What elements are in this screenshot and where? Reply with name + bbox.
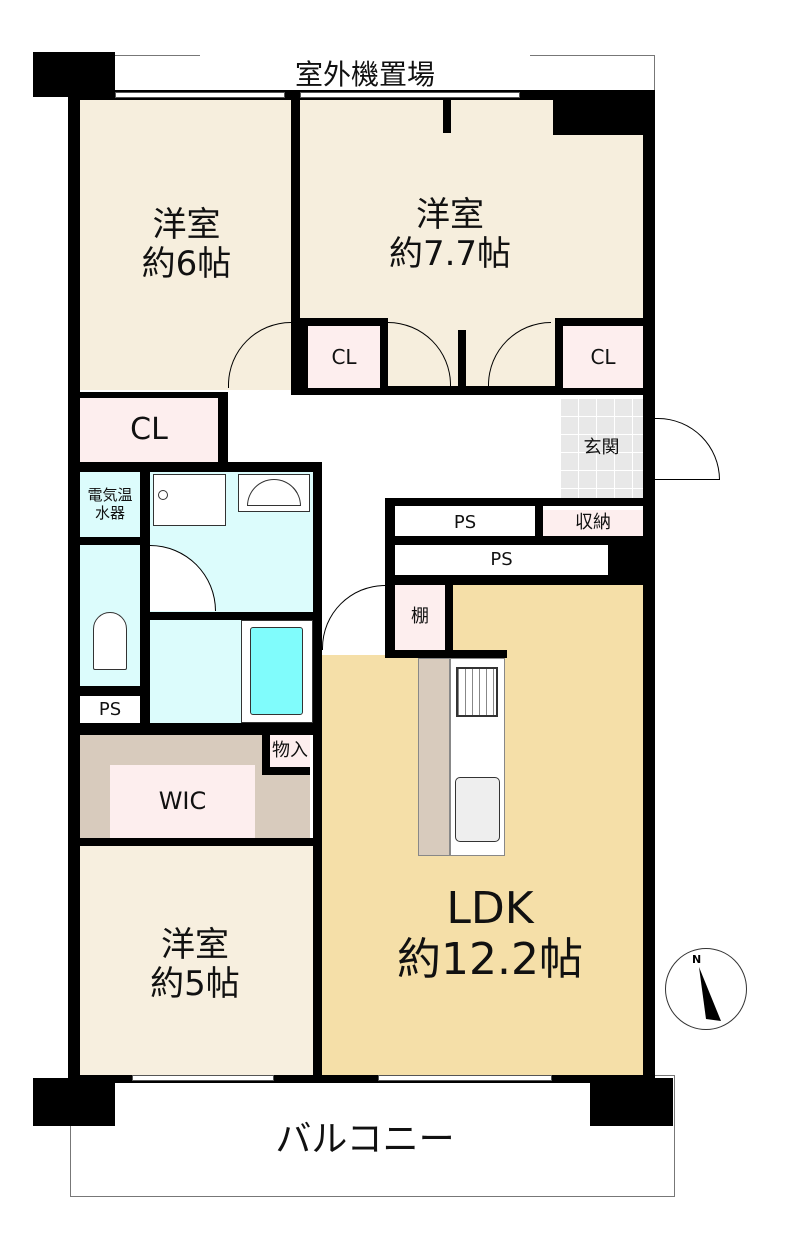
window (378, 1075, 552, 1081)
window (300, 92, 520, 98)
kitchen-counter-bar (418, 658, 450, 856)
bathtub-icon (250, 627, 303, 715)
storage-closet: 物入 (262, 735, 310, 775)
pipe-space-3: PS (98, 698, 122, 720)
window (115, 92, 285, 98)
room2-label: 洋室約7.7帖 (388, 194, 512, 274)
entrance: 玄関 (560, 398, 643, 498)
outdoor-unit-label: 室外機置場 (200, 55, 530, 95)
north-arrow-icon (699, 967, 721, 1021)
balcony-label: バルコニー (275, 1119, 455, 1161)
ldk-door[interactable] (322, 585, 385, 650)
closet-room2-right: CL (555, 318, 643, 388)
toilet-icon (93, 612, 127, 670)
western-room-5 (80, 845, 313, 1078)
storage: 収納 (543, 510, 643, 536)
kitchen-counter (450, 658, 505, 856)
walk-in-closet: WIC (110, 765, 255, 838)
western-room-7-7 (300, 100, 643, 318)
shelf: 棚 (395, 585, 445, 650)
pipe-space-2: PS (490, 549, 513, 571)
room3-label: 洋室約5帖 (150, 924, 240, 1004)
front-door[interactable] (652, 418, 720, 480)
window (132, 1075, 274, 1081)
washing-machine-space (153, 474, 226, 526)
kitchen-sink-icon (455, 777, 500, 842)
room1-label: 洋室約6帖 (141, 204, 232, 284)
closet-large: CL (80, 398, 218, 462)
water-heater: 電気温水器 (80, 472, 140, 537)
north-label: N (692, 953, 702, 966)
stove-icon (456, 667, 498, 717)
pipe-space-1: PS (453, 511, 477, 533)
closet-room2-left: CL (300, 318, 388, 388)
compass: N (665, 948, 747, 1030)
sink-icon (238, 474, 310, 512)
